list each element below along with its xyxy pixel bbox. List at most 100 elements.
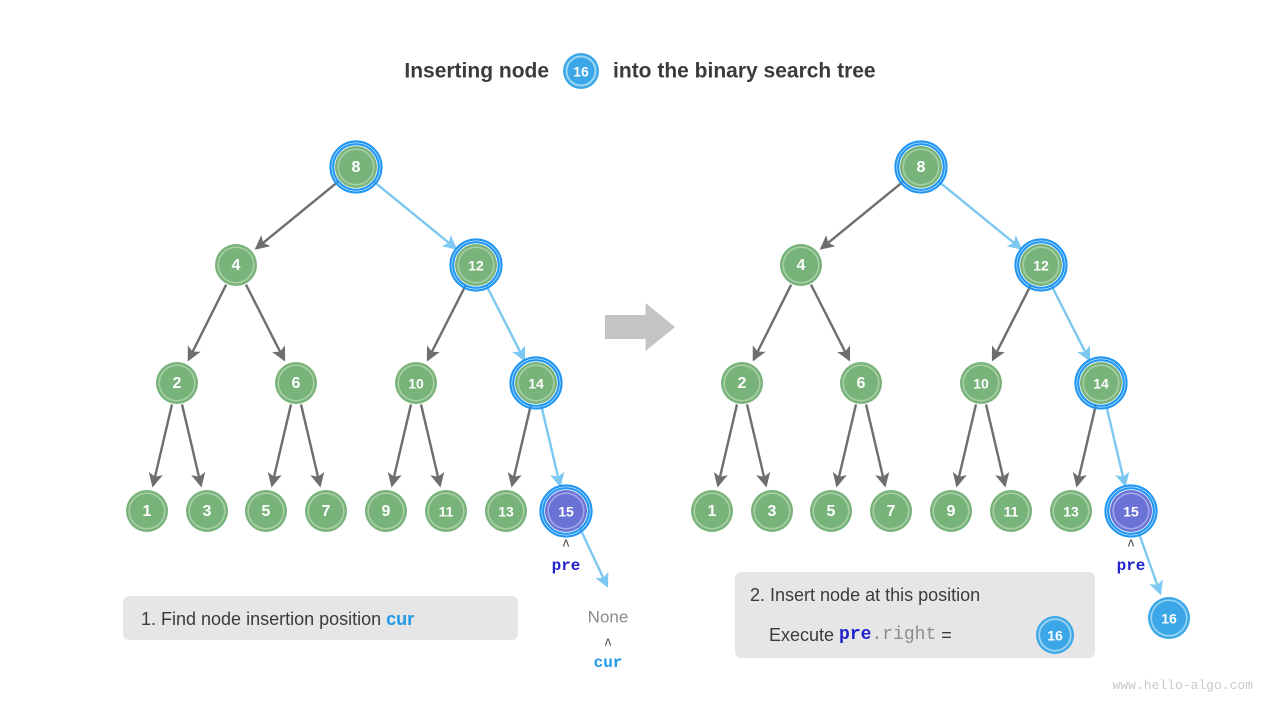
tree-node-15[interactable]: 15 bbox=[539, 484, 593, 538]
node-circle bbox=[1020, 244, 1062, 286]
caption-segment: 1. Find node insertion position bbox=[141, 609, 386, 629]
tree-node-9[interactable]: 9 bbox=[930, 490, 972, 532]
node-value-label: 2 bbox=[173, 375, 182, 392]
node-circle bbox=[485, 490, 527, 532]
node-circle bbox=[245, 490, 287, 532]
node-value-label: 2 bbox=[738, 375, 747, 392]
tree-node-2[interactable]: 2 bbox=[721, 362, 763, 404]
node-value-label: 11 bbox=[1004, 504, 1019, 520]
node-circle bbox=[1148, 597, 1190, 639]
node-value-label: 3 bbox=[203, 503, 212, 520]
tree-node-13[interactable]: 13 bbox=[485, 490, 527, 532]
tree-node-2[interactable]: 2 bbox=[156, 362, 198, 404]
tree-node-9[interactable]: 9 bbox=[365, 490, 407, 532]
edge-8-to-12 bbox=[937, 179, 1023, 250]
caret-icon: ʌ bbox=[563, 535, 570, 550]
node-circle bbox=[840, 362, 882, 404]
node-inner-ring bbox=[277, 364, 315, 402]
edge-14-to-15 bbox=[1104, 404, 1130, 488]
tree-node-16[interactable]: 16 bbox=[1148, 597, 1190, 639]
edges-group bbox=[148, 179, 609, 588]
node-circle bbox=[990, 490, 1032, 532]
tree-node-11[interactable]: 11 bbox=[990, 490, 1032, 532]
node-value-label: 3 bbox=[768, 503, 777, 520]
node-circle bbox=[721, 362, 763, 404]
tree-node-1[interactable]: 1 bbox=[691, 490, 733, 532]
tree-node-1[interactable]: 1 bbox=[126, 490, 168, 532]
edge-8-to-4 bbox=[819, 179, 905, 250]
node-circle bbox=[1080, 362, 1122, 404]
node-circle bbox=[186, 490, 228, 532]
node-value-label: 6 bbox=[292, 375, 301, 392]
tree-node-5[interactable]: 5 bbox=[245, 490, 287, 532]
node-value-label: 11 bbox=[439, 504, 454, 520]
node-value-label: 9 bbox=[382, 503, 391, 520]
tree-node-4[interactable]: 4 bbox=[215, 244, 257, 286]
node-highlight-outer-ring bbox=[509, 356, 563, 410]
tree-node-6[interactable]: 6 bbox=[840, 362, 882, 404]
edge-10-to-9 bbox=[952, 404, 978, 488]
tree-node-10[interactable]: 10 bbox=[395, 362, 437, 404]
node-circle bbox=[365, 490, 407, 532]
tree-node-15[interactable]: 15 bbox=[1104, 484, 1158, 538]
badge-inner-ring bbox=[1038, 618, 1072, 652]
node-value-label: 14 bbox=[528, 376, 544, 392]
node-inner-ring bbox=[247, 492, 285, 530]
title-badge-fill bbox=[563, 53, 600, 89]
edge-12-to-10 bbox=[426, 284, 468, 362]
tree-node-3[interactable]: 3 bbox=[751, 490, 793, 532]
tree-node-12[interactable]: 12 bbox=[449, 238, 503, 292]
tree-node-14[interactable]: 14 bbox=[509, 356, 563, 410]
edge-6-to-5 bbox=[267, 404, 293, 488]
tree-node-4[interactable]: 4 bbox=[780, 244, 822, 286]
node-circle bbox=[691, 490, 733, 532]
node-value-label: 13 bbox=[1063, 504, 1079, 520]
node-value-label: 10 bbox=[408, 376, 424, 392]
tree-node-13[interactable]: 13 bbox=[1050, 490, 1092, 532]
edge-2-to-1 bbox=[148, 404, 174, 488]
tree-node-10[interactable]: 10 bbox=[960, 362, 1002, 404]
edge-14-to-13 bbox=[507, 404, 533, 488]
node-inner-ring bbox=[782, 246, 820, 284]
caption-line: Execute pre.right = bbox=[769, 625, 952, 645]
edge-14-to-13 bbox=[1072, 404, 1098, 488]
tree-node-6[interactable]: 6 bbox=[275, 362, 317, 404]
node-circle bbox=[395, 362, 437, 404]
caption-value-badge: 16 bbox=[1036, 616, 1074, 654]
tree-node-5[interactable]: 5 bbox=[810, 490, 852, 532]
edge-12-to-14 bbox=[484, 284, 526, 362]
caption-line: 2. Insert node at this position bbox=[750, 585, 980, 605]
node-inner-ring bbox=[723, 364, 761, 402]
edge-2-to-3 bbox=[180, 404, 206, 488]
caption-segment: Execute bbox=[769, 625, 839, 645]
node-circle bbox=[455, 244, 497, 286]
tree-node-14[interactable]: 14 bbox=[1074, 356, 1128, 410]
node-inner-ring bbox=[307, 492, 345, 530]
edge-12-to-14 bbox=[1049, 284, 1091, 362]
tree-node-7[interactable]: 7 bbox=[305, 490, 347, 532]
node-circle bbox=[870, 490, 912, 532]
node-highlight-inner-ring bbox=[897, 143, 945, 191]
caption-find-position: 1. Find node insertion position cur bbox=[123, 596, 518, 640]
node-value-label: 12 bbox=[468, 258, 484, 274]
node-inner-ring bbox=[427, 492, 465, 530]
tree-node-12[interactable]: 12 bbox=[1014, 238, 1068, 292]
title-badge-ring bbox=[565, 55, 597, 87]
tree-node-8[interactable]: 8 bbox=[894, 140, 948, 194]
caption-segment: = bbox=[936, 625, 952, 645]
tree-node-11[interactable]: 11 bbox=[425, 490, 467, 532]
node-circle bbox=[780, 244, 822, 286]
node-circle bbox=[1110, 490, 1152, 532]
tree-node-3[interactable]: 3 bbox=[186, 490, 228, 532]
tree-node-7[interactable]: 7 bbox=[870, 490, 912, 532]
node-inner-ring bbox=[812, 492, 850, 530]
tree-node-8[interactable]: 8 bbox=[329, 140, 383, 194]
